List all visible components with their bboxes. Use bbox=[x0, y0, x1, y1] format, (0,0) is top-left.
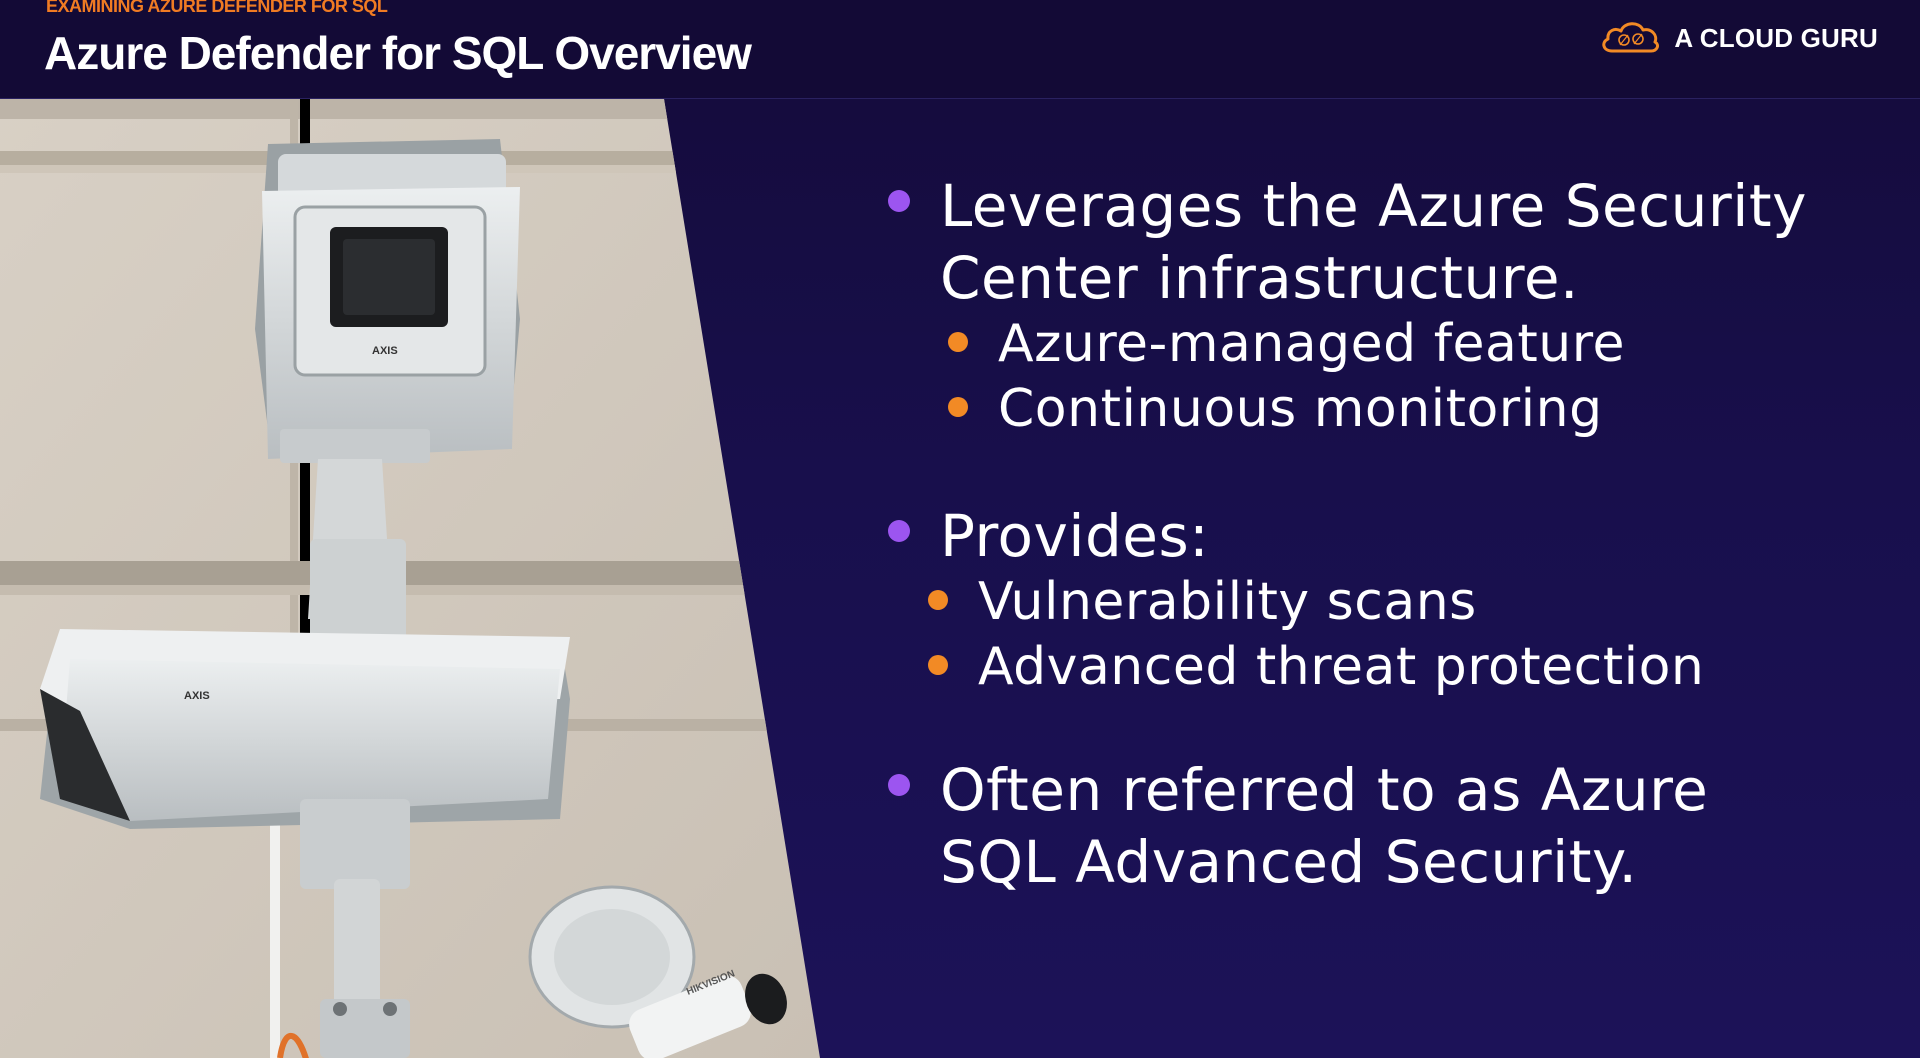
secondary-bullet: Azure-managed feature bbox=[888, 312, 1888, 377]
sub-list: Azure-managed feature Continuous monitor… bbox=[888, 312, 1888, 442]
section-eyebrow: EXAMINING AZURE DEFENDER FOR SQL bbox=[46, 0, 388, 16]
bullet-line: Provides: bbox=[940, 502, 1210, 570]
primary-bullet: Provides: bbox=[888, 500, 1888, 572]
sub-bullet-text: Vulnerability scans bbox=[978, 572, 1477, 632]
bullet-group-3: Often referred to as Azure SQL Advanced … bbox=[888, 754, 1888, 898]
sub-bullet-text: Continuous monitoring bbox=[998, 379, 1603, 439]
bullet-dot bbox=[888, 774, 910, 796]
svg-text:AXIS: AXIS bbox=[372, 345, 398, 357]
bullet-dot bbox=[888, 190, 910, 212]
bullet-line: SQL Advanced Security. bbox=[940, 828, 1638, 896]
bullet-dot bbox=[948, 332, 968, 352]
secondary-bullet: Continuous monitoring bbox=[888, 377, 1888, 442]
cloud-logo-icon bbox=[1602, 22, 1660, 53]
camera-small: HIKVISION bbox=[528, 885, 787, 1058]
brand-logo: A CLOUD GURU bbox=[1598, 18, 1878, 58]
bullet-content: Leverages the Azure Security Center infr… bbox=[888, 170, 1888, 956]
sub-list: Vulnerability scans Advanced threat prot… bbox=[888, 570, 1888, 700]
slide-title: Azure Defender for SQL Overview bbox=[44, 27, 752, 79]
bullet-dot bbox=[928, 655, 948, 675]
bullet-dot bbox=[948, 397, 968, 417]
brand-name: A CLOUD GURU bbox=[1674, 22, 1878, 53]
camera-top: AXIS bbox=[255, 139, 520, 689]
bullet-line: Leverages the Azure Security bbox=[940, 172, 1807, 240]
bullet-dot bbox=[888, 520, 910, 542]
secondary-bullet: Vulnerability scans bbox=[888, 570, 1888, 635]
sub-bullet-text: Azure-managed feature bbox=[998, 314, 1625, 374]
svg-text:AXIS: AXIS bbox=[184, 690, 210, 702]
bullet-group-1: Leverages the Azure Security Center infr… bbox=[888, 170, 1888, 442]
sub-bullet-text: Advanced threat protection bbox=[978, 637, 1705, 697]
camera-middle: AXIS bbox=[40, 629, 570, 1058]
header-bar: EXAMINING AZURE DEFENDER FOR SQL Azure D… bbox=[0, 0, 1920, 99]
bullet-group-2: Provides: Vulnerability scans Advanced t… bbox=[888, 500, 1888, 700]
security-cameras-photo: AXIS AXIS bbox=[0, 99, 820, 1058]
bullet-dot bbox=[928, 590, 948, 610]
secondary-bullet: Advanced threat protection bbox=[888, 635, 1888, 700]
bullet-line: Center infrastructure. bbox=[940, 244, 1579, 312]
bullet-line: Often referred to as Azure bbox=[940, 756, 1709, 824]
primary-bullet: Leverages the Azure Security Center infr… bbox=[888, 170, 1888, 314]
primary-bullet: Often referred to as Azure SQL Advanced … bbox=[888, 754, 1888, 898]
